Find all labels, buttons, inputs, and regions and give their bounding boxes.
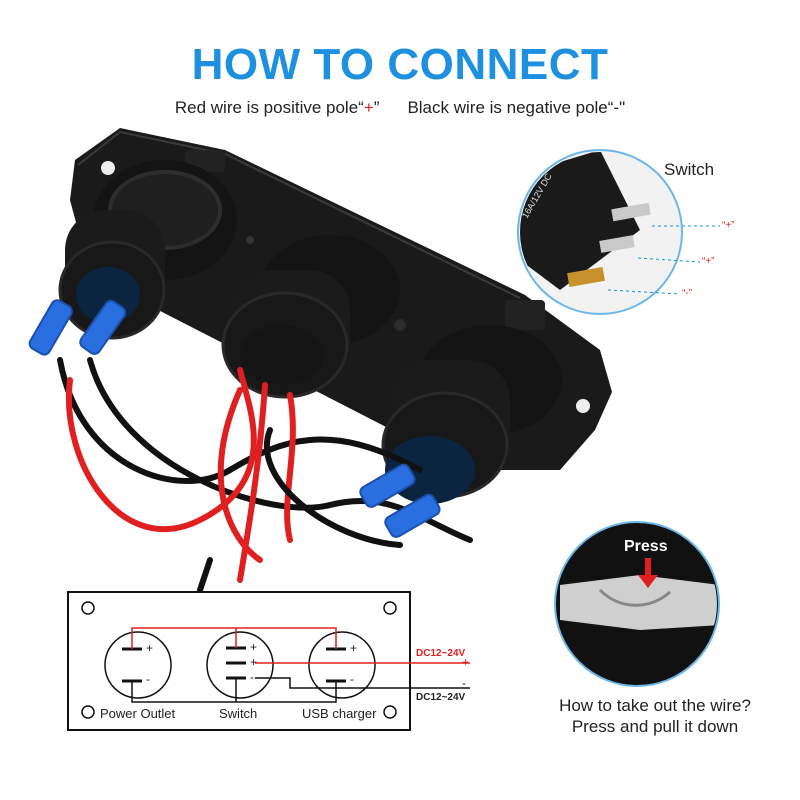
wiring-diagram bbox=[67, 591, 470, 731]
usb-charger-label: USB charger bbox=[302, 706, 377, 721]
wire-removal-instructions: How to take out the wire? Press and pull… bbox=[520, 695, 790, 737]
red-wire-text: Red wire is positive pole“ bbox=[174, 98, 364, 117]
switch-inset-label: Switch bbox=[664, 160, 715, 179]
switch-socket bbox=[221, 235, 400, 399]
press-inset-label: Press bbox=[624, 538, 668, 555]
power-outlet-plus: + bbox=[146, 641, 154, 655]
wire-harness bbox=[57, 357, 473, 593]
switch-pin-2-polarity: “+” bbox=[702, 256, 715, 267]
switch-plus-2: + bbox=[250, 655, 258, 669]
page-title: HOW TO CONNECT bbox=[191, 40, 609, 89]
black-wire-close: " bbox=[619, 98, 626, 117]
switch-inset bbox=[517, 149, 720, 315]
blue-connectors bbox=[28, 299, 441, 538]
supply-positive-sign: + bbox=[462, 655, 470, 669]
usb-minus: - bbox=[350, 672, 354, 686]
switch-pin-3-polarity: “-” bbox=[682, 288, 692, 299]
supply-positive-label: DC12~24V bbox=[416, 648, 466, 659]
positive-sign: + bbox=[363, 98, 374, 117]
wire-polarity-subtitle: Red wire is positive pole“+” Black wire i… bbox=[0, 98, 800, 118]
switch-pin-1-polarity: “+” bbox=[722, 220, 735, 231]
negative-sign: - bbox=[613, 98, 620, 117]
supply-negative-sign: - bbox=[462, 676, 466, 690]
switch-socket-label: Switch bbox=[219, 706, 258, 721]
switch-minus: - bbox=[250, 670, 254, 684]
usb-charger-socket bbox=[381, 325, 562, 504]
switch-plus-1: + bbox=[250, 640, 258, 654]
power-outlet-label: Power Outlet bbox=[100, 706, 176, 721]
red-wire-close: ” bbox=[373, 98, 380, 117]
press-inset bbox=[554, 521, 720, 687]
instruction-line-1: How to take out the wire? bbox=[559, 696, 751, 715]
instruction-line-2: Press and pull it down bbox=[571, 717, 739, 736]
black-wire-text: Black wire is negative pole“ bbox=[407, 98, 614, 117]
supply-negative-label: DC12~24V bbox=[416, 692, 466, 703]
power-outlet-minus: - bbox=[146, 672, 150, 686]
usb-plus: + bbox=[350, 641, 358, 655]
